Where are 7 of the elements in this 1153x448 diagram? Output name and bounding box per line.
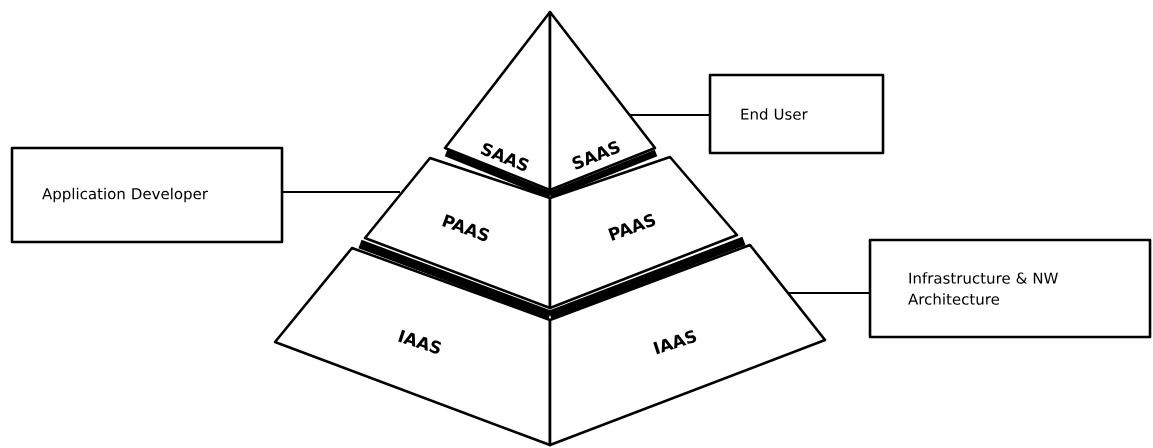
- label-box: Infrastructure & NW Architecture: [868, 238, 1152, 339]
- label-box: End User: [708, 73, 885, 155]
- connector-line: [787, 292, 871, 294]
- pyramid-face: SAAS: [443, 10, 552, 192]
- connector-line: [281, 191, 401, 193]
- connector-line: [628, 114, 711, 116]
- label-box: Application Developer: [10, 146, 284, 244]
